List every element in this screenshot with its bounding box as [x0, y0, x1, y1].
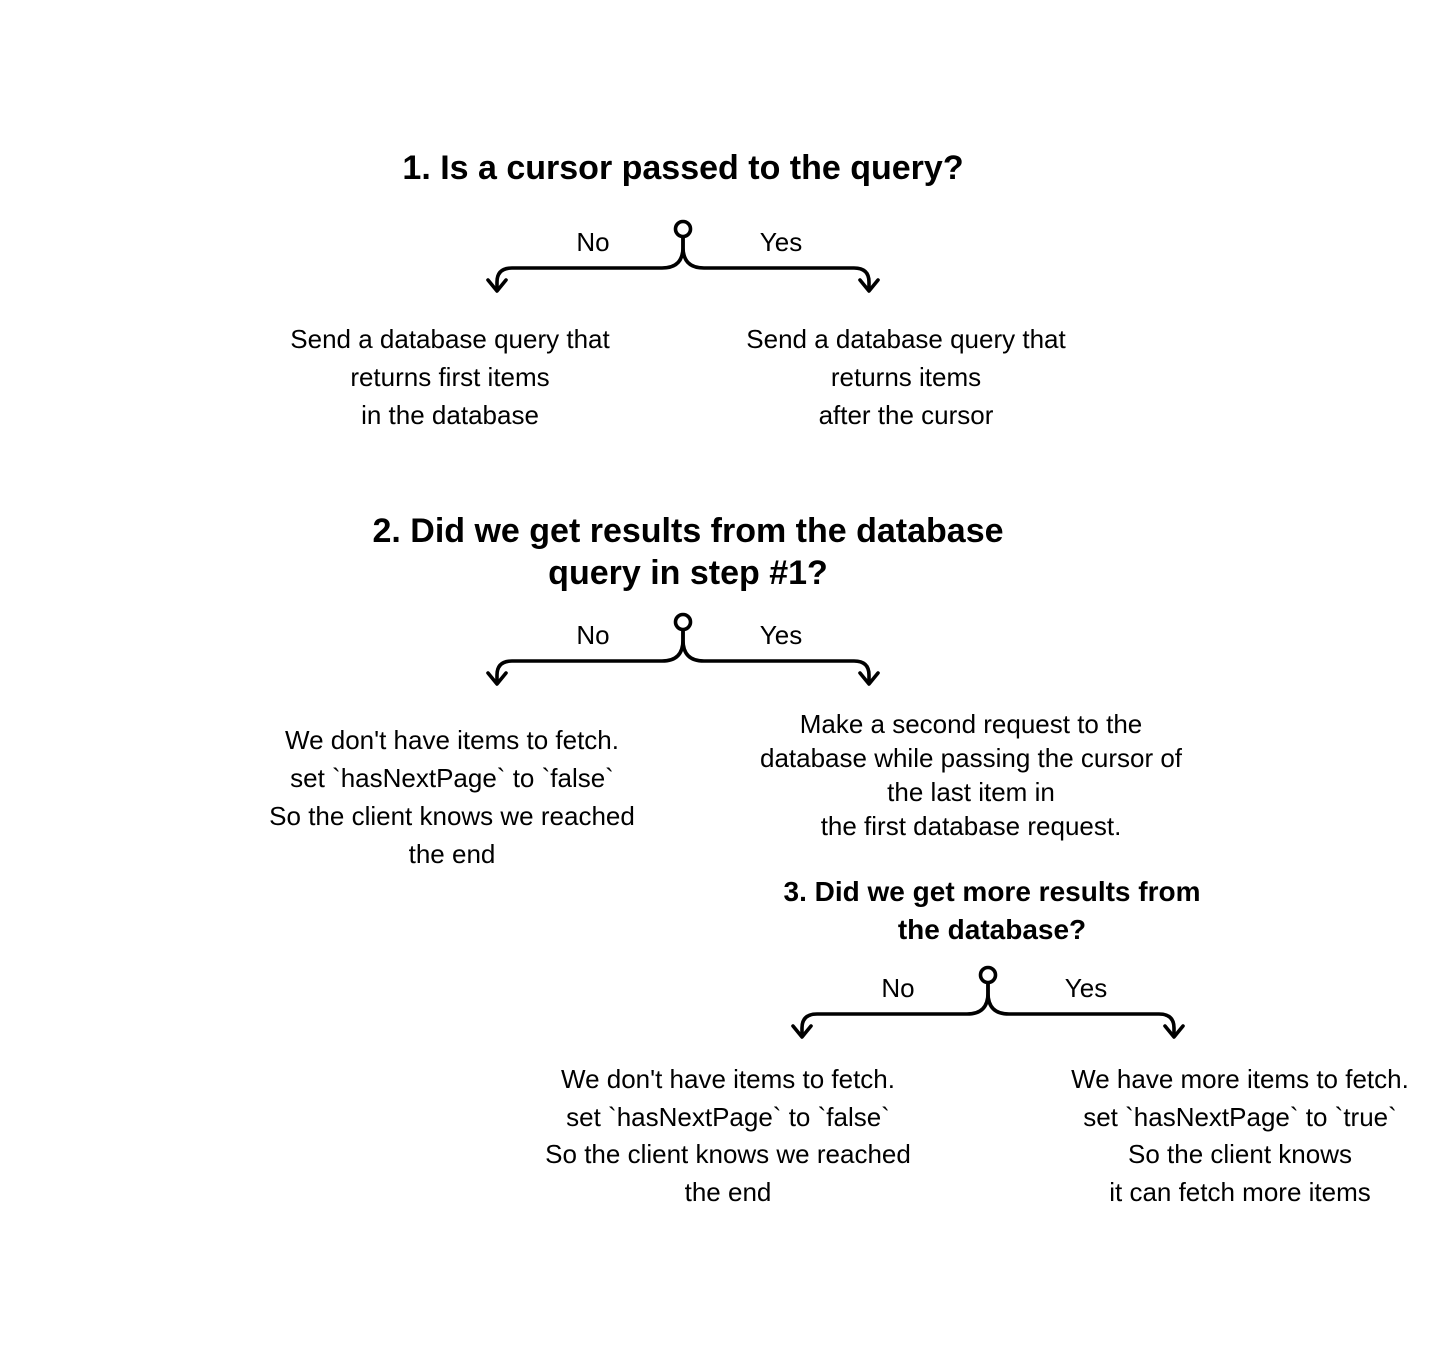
text-line: Send a database query that: [746, 324, 1066, 354]
text-line: set `hasNextPage` to `true`: [1083, 1101, 1397, 1132]
step3-title: 3. Did we get more results from the data…: [742, 873, 1242, 949]
step2-no-result: We don't have items to fetch. set `hasNe…: [242, 721, 662, 873]
text-line: the end: [408, 839, 496, 869]
text-line: in the database: [361, 400, 539, 430]
text-line: the last item in: [887, 777, 1055, 807]
title-line: 3. Did we get more results from: [783, 876, 1201, 907]
step2-no-label: No: [576, 620, 610, 650]
text-line: So the client knows we reached: [545, 1139, 911, 1169]
step1-title: 1. Is a cursor passed to the query?: [402, 149, 964, 187]
text-line: We have more items to fetch.: [1071, 1064, 1409, 1094]
split-arrows-icon: [486, 612, 880, 686]
step3-branch: No Yes: [791, 962, 1185, 1048]
split-arrows-icon: [486, 219, 880, 293]
text-line: We don't have items to fetch.: [561, 1064, 895, 1094]
step1-yes-result: Send a database query that returns items…: [706, 320, 1106, 434]
text-line: returns items: [830, 362, 982, 392]
step1-no-label: No: [576, 227, 610, 257]
step2-branch: No Yes: [486, 609, 880, 695]
title-line: query in step #1?: [548, 554, 828, 592]
title-line: 2. Did we get results from the database: [372, 512, 1004, 550]
text-line: returns first items: [350, 362, 550, 392]
text-line: Send a database query that: [290, 324, 610, 354]
text-line: Make a second request to the: [799, 709, 1143, 739]
text-line: We don't have items to fetch.: [285, 725, 619, 755]
text-line: it can fetch more items: [1109, 1176, 1371, 1207]
text-line: the first database request.: [820, 811, 1122, 841]
title-line: the database?: [897, 914, 1087, 945]
step1-no-result: Send a database query that returns first…: [250, 320, 650, 434]
step3-yes-label: Yes: [1064, 973, 1108, 1003]
text-line: database while passing the cursor of: [759, 743, 1183, 773]
step1-yes-label: Yes: [759, 227, 803, 257]
text-line: after the cursor: [818, 400, 994, 430]
text-line: the end: [684, 1176, 772, 1207]
text-line: set `hasNextPage` to `false`: [290, 763, 614, 793]
split-arrows-icon: [791, 965, 1185, 1039]
step3-no-result: We don't have items to fetch. set `hasNe…: [518, 1061, 938, 1211]
text-line: So the client knows: [1127, 1139, 1352, 1169]
text-line: So the client knows we reached: [269, 801, 635, 831]
step1-branch: No Yes: [486, 216, 880, 302]
step2-yes-label: Yes: [759, 620, 803, 650]
text-line: set `hasNextPage` to `false`: [566, 1101, 890, 1132]
step2-yes-result: Make a second request to the database wh…: [731, 707, 1211, 843]
step3-yes-result: We have more items to fetch. set `hasNex…: [1030, 1061, 1440, 1211]
step2-title: 2. Did we get results from the database …: [288, 510, 1088, 594]
step3-no-label: No: [881, 973, 915, 1003]
